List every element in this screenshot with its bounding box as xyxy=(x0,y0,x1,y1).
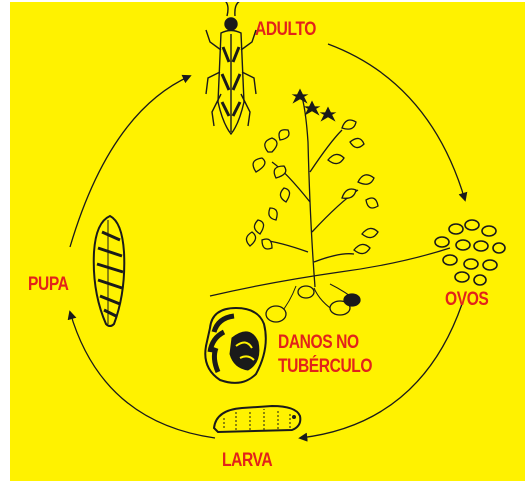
label-damage-line2: TUBÉRCULO xyxy=(278,356,372,378)
label-ovos: OVOS xyxy=(445,289,488,311)
label-adulto: ADULTO xyxy=(255,19,316,41)
damaged-tuber-icon xyxy=(205,308,266,383)
yellow-panel: ADULTO OVOS LARVA PUPA DANOS NO TUBÉRCUL… xyxy=(10,2,525,481)
label-pupa: PUPA xyxy=(28,274,69,296)
label-larva: LARVA xyxy=(222,450,272,472)
diagram-art xyxy=(10,2,525,481)
label-damage-line1: DANOS NO xyxy=(278,332,359,354)
